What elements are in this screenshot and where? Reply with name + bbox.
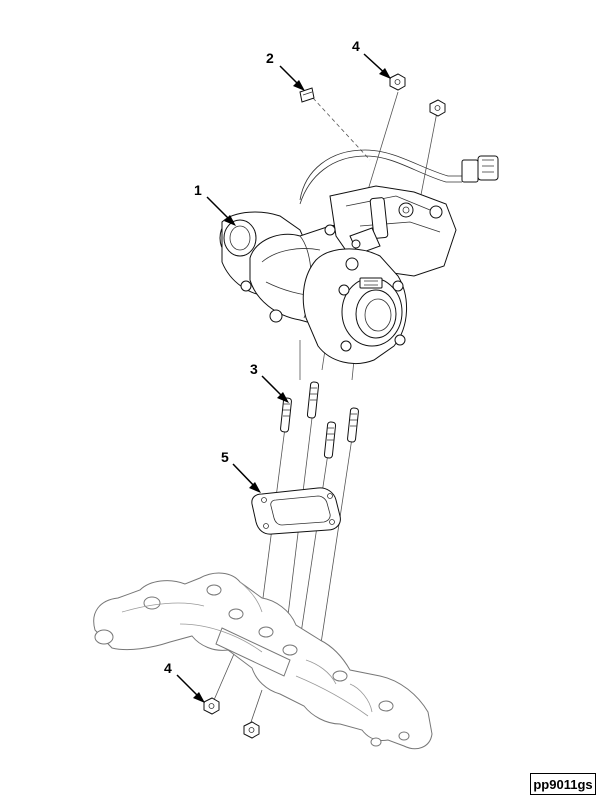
callout-label-gasket: 5 [221,449,229,465]
callout-label-stud: 3 [250,361,258,377]
dowel-pin-part [299,87,315,103]
stud-set [280,381,359,459]
nut-top-set [389,73,446,117]
callout-label-nut-bottom: 4 [164,660,172,676]
callout-label-nut-top: 4 [352,38,360,54]
exhaust-manifold [93,572,433,750]
turbocharger-assembly [219,149,499,364]
gasket-part [251,487,341,535]
callout-label-dowel-pin: 2 [266,50,274,66]
callout-arrows [176,53,391,703]
figure-code-label: pp9011gs [530,773,596,795]
callout-label-turbocharger: 1 [194,182,202,198]
nut-bottom-set [203,697,260,739]
